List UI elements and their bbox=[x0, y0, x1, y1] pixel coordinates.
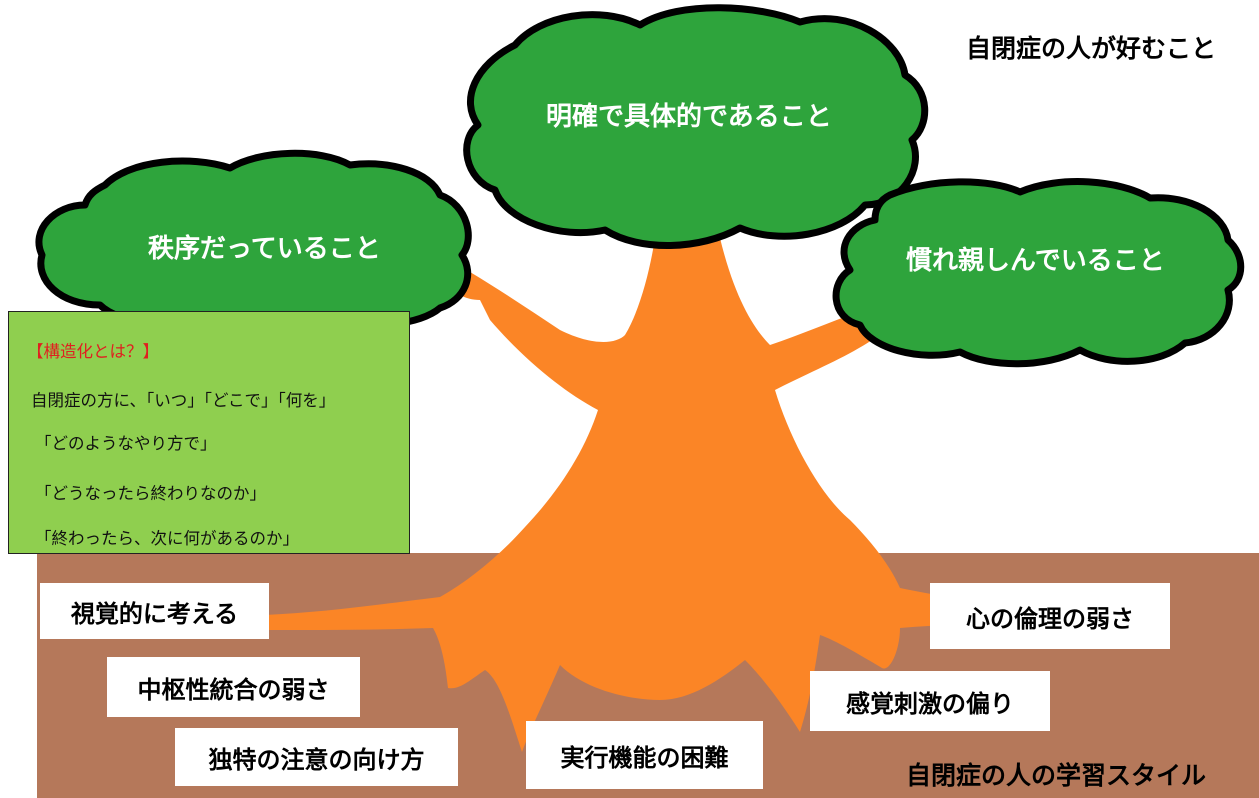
structuring-line: 「終わったら、次に何があるのか」 bbox=[35, 529, 299, 548]
root-label-visual-thinking: 視覚的に考える bbox=[40, 583, 269, 639]
root-label-sensory: 感覚刺激の偏り bbox=[810, 671, 1050, 731]
tree-trunk bbox=[265, 238, 1060, 752]
structuring-line: 自閉症の方に、「いつ」「どこで」「何を」 bbox=[31, 391, 336, 410]
structuring-info-box: 【構造化とは？】 自閉症の方に、「いつ」「どこで」「何を」 「どのようなやり方で… bbox=[8, 311, 410, 554]
crown-right-label: 慣れ親しんでいること bbox=[906, 246, 1165, 276]
root-label-central-coherence: 中枢性統合の弱さ bbox=[107, 657, 360, 717]
crown-left-label: 秩序だっていること bbox=[148, 234, 381, 264]
preferences-title: 自閉症の人が好むこと bbox=[966, 34, 1217, 63]
structuring-line: 「どのようなやり方で」 bbox=[35, 434, 217, 453]
crown-right bbox=[832, 178, 1245, 368]
root-label-executive-function: 実行機能の困難 bbox=[526, 721, 763, 789]
learning-style-title: 自閉症の人の学習スタイル bbox=[906, 761, 1207, 790]
root-label-theory-of-mind: 心の倫理の弱さ bbox=[930, 583, 1170, 649]
structuring-heading: 【構造化とは？】 bbox=[27, 342, 159, 361]
crown-top-label: 明確で具体的であること bbox=[546, 102, 832, 132]
root-label-attention: 独特の注意の向け方 bbox=[175, 728, 458, 786]
crown-top bbox=[463, 4, 929, 250]
structuring-line: 「どうなったら終わりなのか」 bbox=[35, 484, 266, 503]
